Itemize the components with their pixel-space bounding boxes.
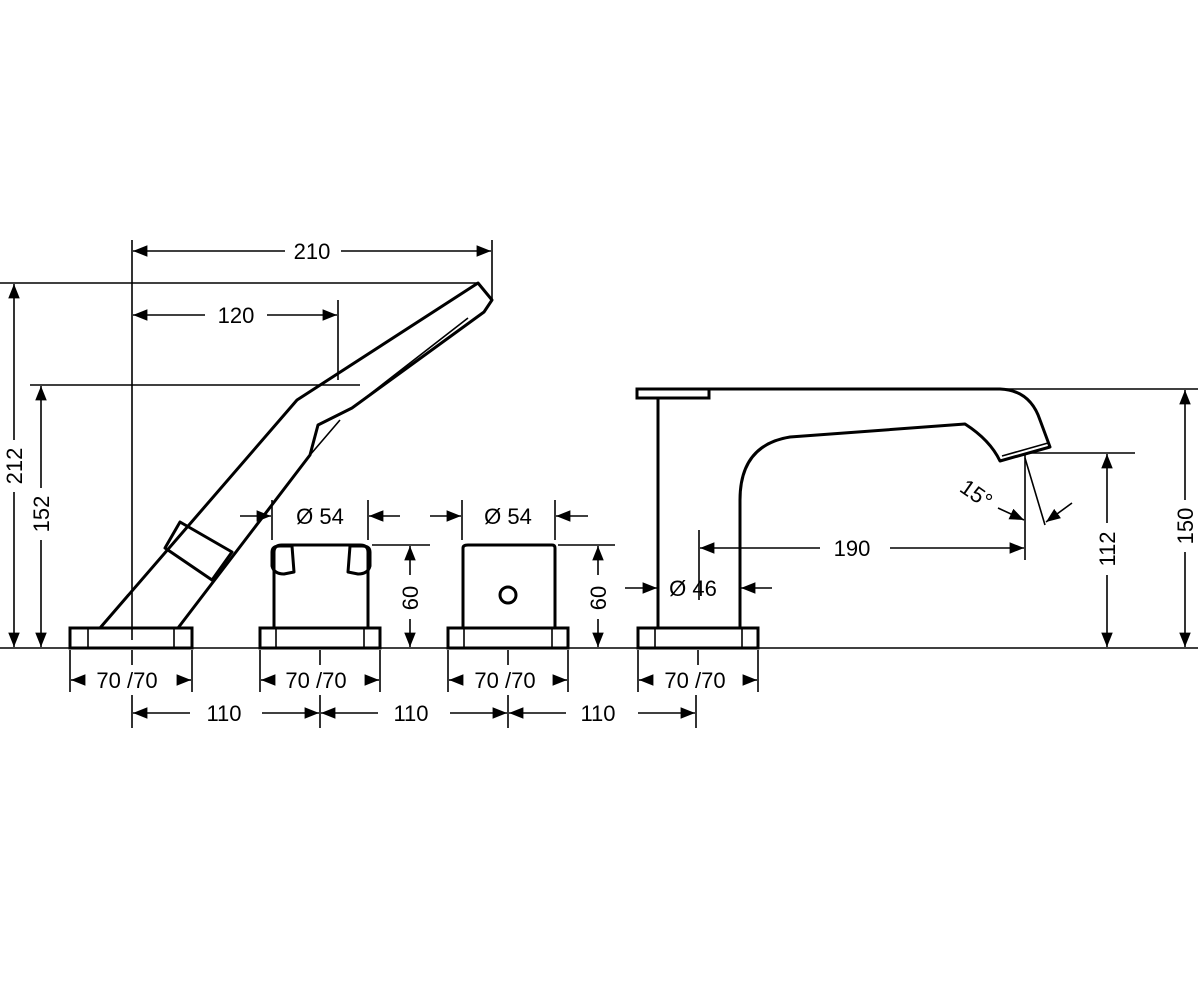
dim-spout-height: 150: [1173, 508, 1198, 545]
dim-spout-reach: 190: [834, 536, 871, 561]
dim-shower-reach-partial: 120: [218, 303, 255, 328]
handle-knob-2: [446, 543, 570, 650]
dim-spacing-1: 110: [206, 701, 241, 726]
dim-shower-reach-total: 210: [294, 239, 331, 264]
dim-knob1-height: 60: [398, 586, 423, 610]
dim-knob2-height: 60: [586, 586, 611, 610]
hand-shower: [68, 281, 494, 650]
dim-base-width-4: 70 /70: [664, 668, 725, 693]
dim-base-width-2: 70 /70: [285, 668, 346, 693]
dim-base-width-3: 70 /70: [474, 668, 535, 693]
dim-knob1-diameter: Ø 54: [296, 504, 344, 529]
spacing-dims: 110 110 110: [131, 695, 697, 728]
dim-shower-height-mount: 152: [29, 496, 54, 533]
dim-spout-angle: 15°: [956, 474, 998, 514]
dim-spacing-3: 110: [580, 701, 615, 726]
dim-spout-diameter: Ø 46: [669, 576, 717, 601]
dim-shower-height-total: 212: [2, 448, 27, 485]
dim-spout-outlet-height: 112: [1095, 531, 1120, 566]
handle-knob-1: [258, 543, 382, 650]
dim-spacing-2: 110: [393, 701, 428, 726]
dim-base-width-1: 70 /70: [96, 668, 157, 693]
bath-spout: [635, 387, 1052, 650]
base-width-dims: 70 /70 70 /70 70 /70 70 /70: [69, 650, 759, 693]
dim-knob2-diameter: Ø 54: [484, 504, 532, 529]
